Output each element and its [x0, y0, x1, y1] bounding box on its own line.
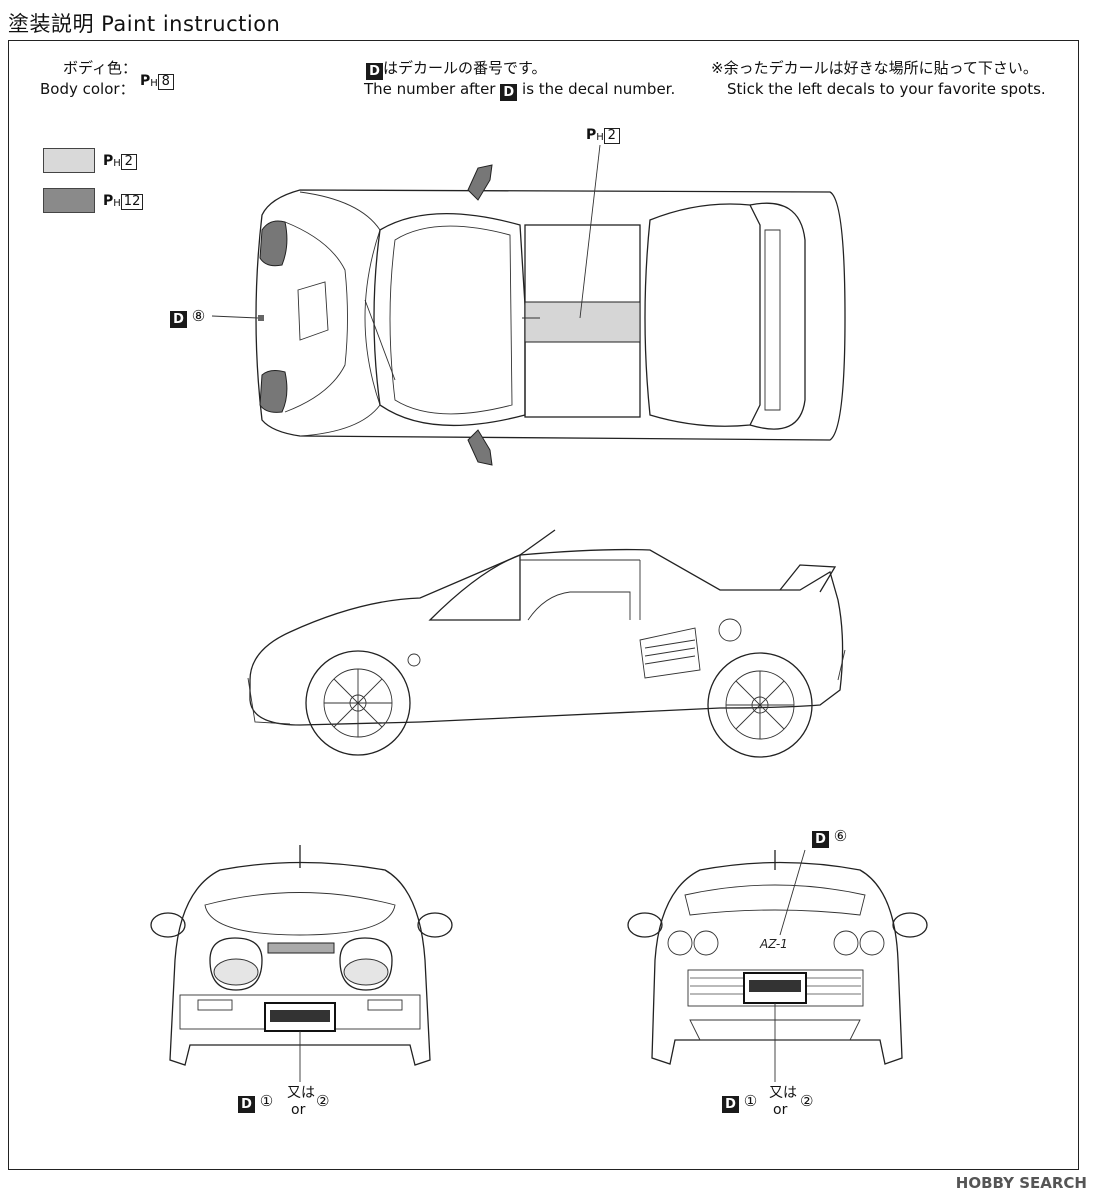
body-color-label-en: Body color：: [40, 80, 135, 98]
rear-plate-alt: ②: [800, 1092, 814, 1110]
swatch-light-gray: [43, 148, 95, 173]
page-title: 塗装説明 Paint instruction: [8, 12, 281, 36]
decal-badge: D: [366, 63, 383, 80]
front-plate-alt: ②: [316, 1092, 330, 1110]
top-view-car: [211, 144, 846, 466]
decal-note-en: The number after D is the decal number.: [364, 80, 676, 101]
body-color-label-jp: ボディ色：: [63, 59, 137, 77]
side-view-car: [247, 529, 846, 758]
rear-decal-callout: D ⑥: [812, 826, 847, 848]
front-view-car: [150, 845, 453, 1082]
decal-badge: D: [500, 84, 518, 101]
rear-plate-jp: 又は: [769, 1085, 797, 1101]
watermark: HOBBY SEARCH: [955, 1174, 1087, 1192]
front-plate-jp: 又は: [287, 1085, 315, 1101]
front-plate-callout: D ①: [238, 1091, 273, 1113]
swatch-dark-gray: [43, 188, 95, 213]
leftover-note-jp: ※余ったデカールは好きな場所に貼って下さい。: [711, 59, 1038, 77]
diagram-frame: [8, 40, 1079, 1170]
rear-view-car: AZ-1: [627, 849, 928, 1082]
hood-decal-callout: D ⑧: [170, 306, 205, 328]
rear-plate-callout: D ①: [722, 1091, 757, 1113]
rear-plate-or: or: [773, 1102, 788, 1118]
rear-emblem: AZ-1: [759, 937, 788, 951]
leftover-note-en: Stick the left decals to your favorite s…: [727, 80, 1046, 98]
front-plate-or: or: [291, 1102, 306, 1118]
